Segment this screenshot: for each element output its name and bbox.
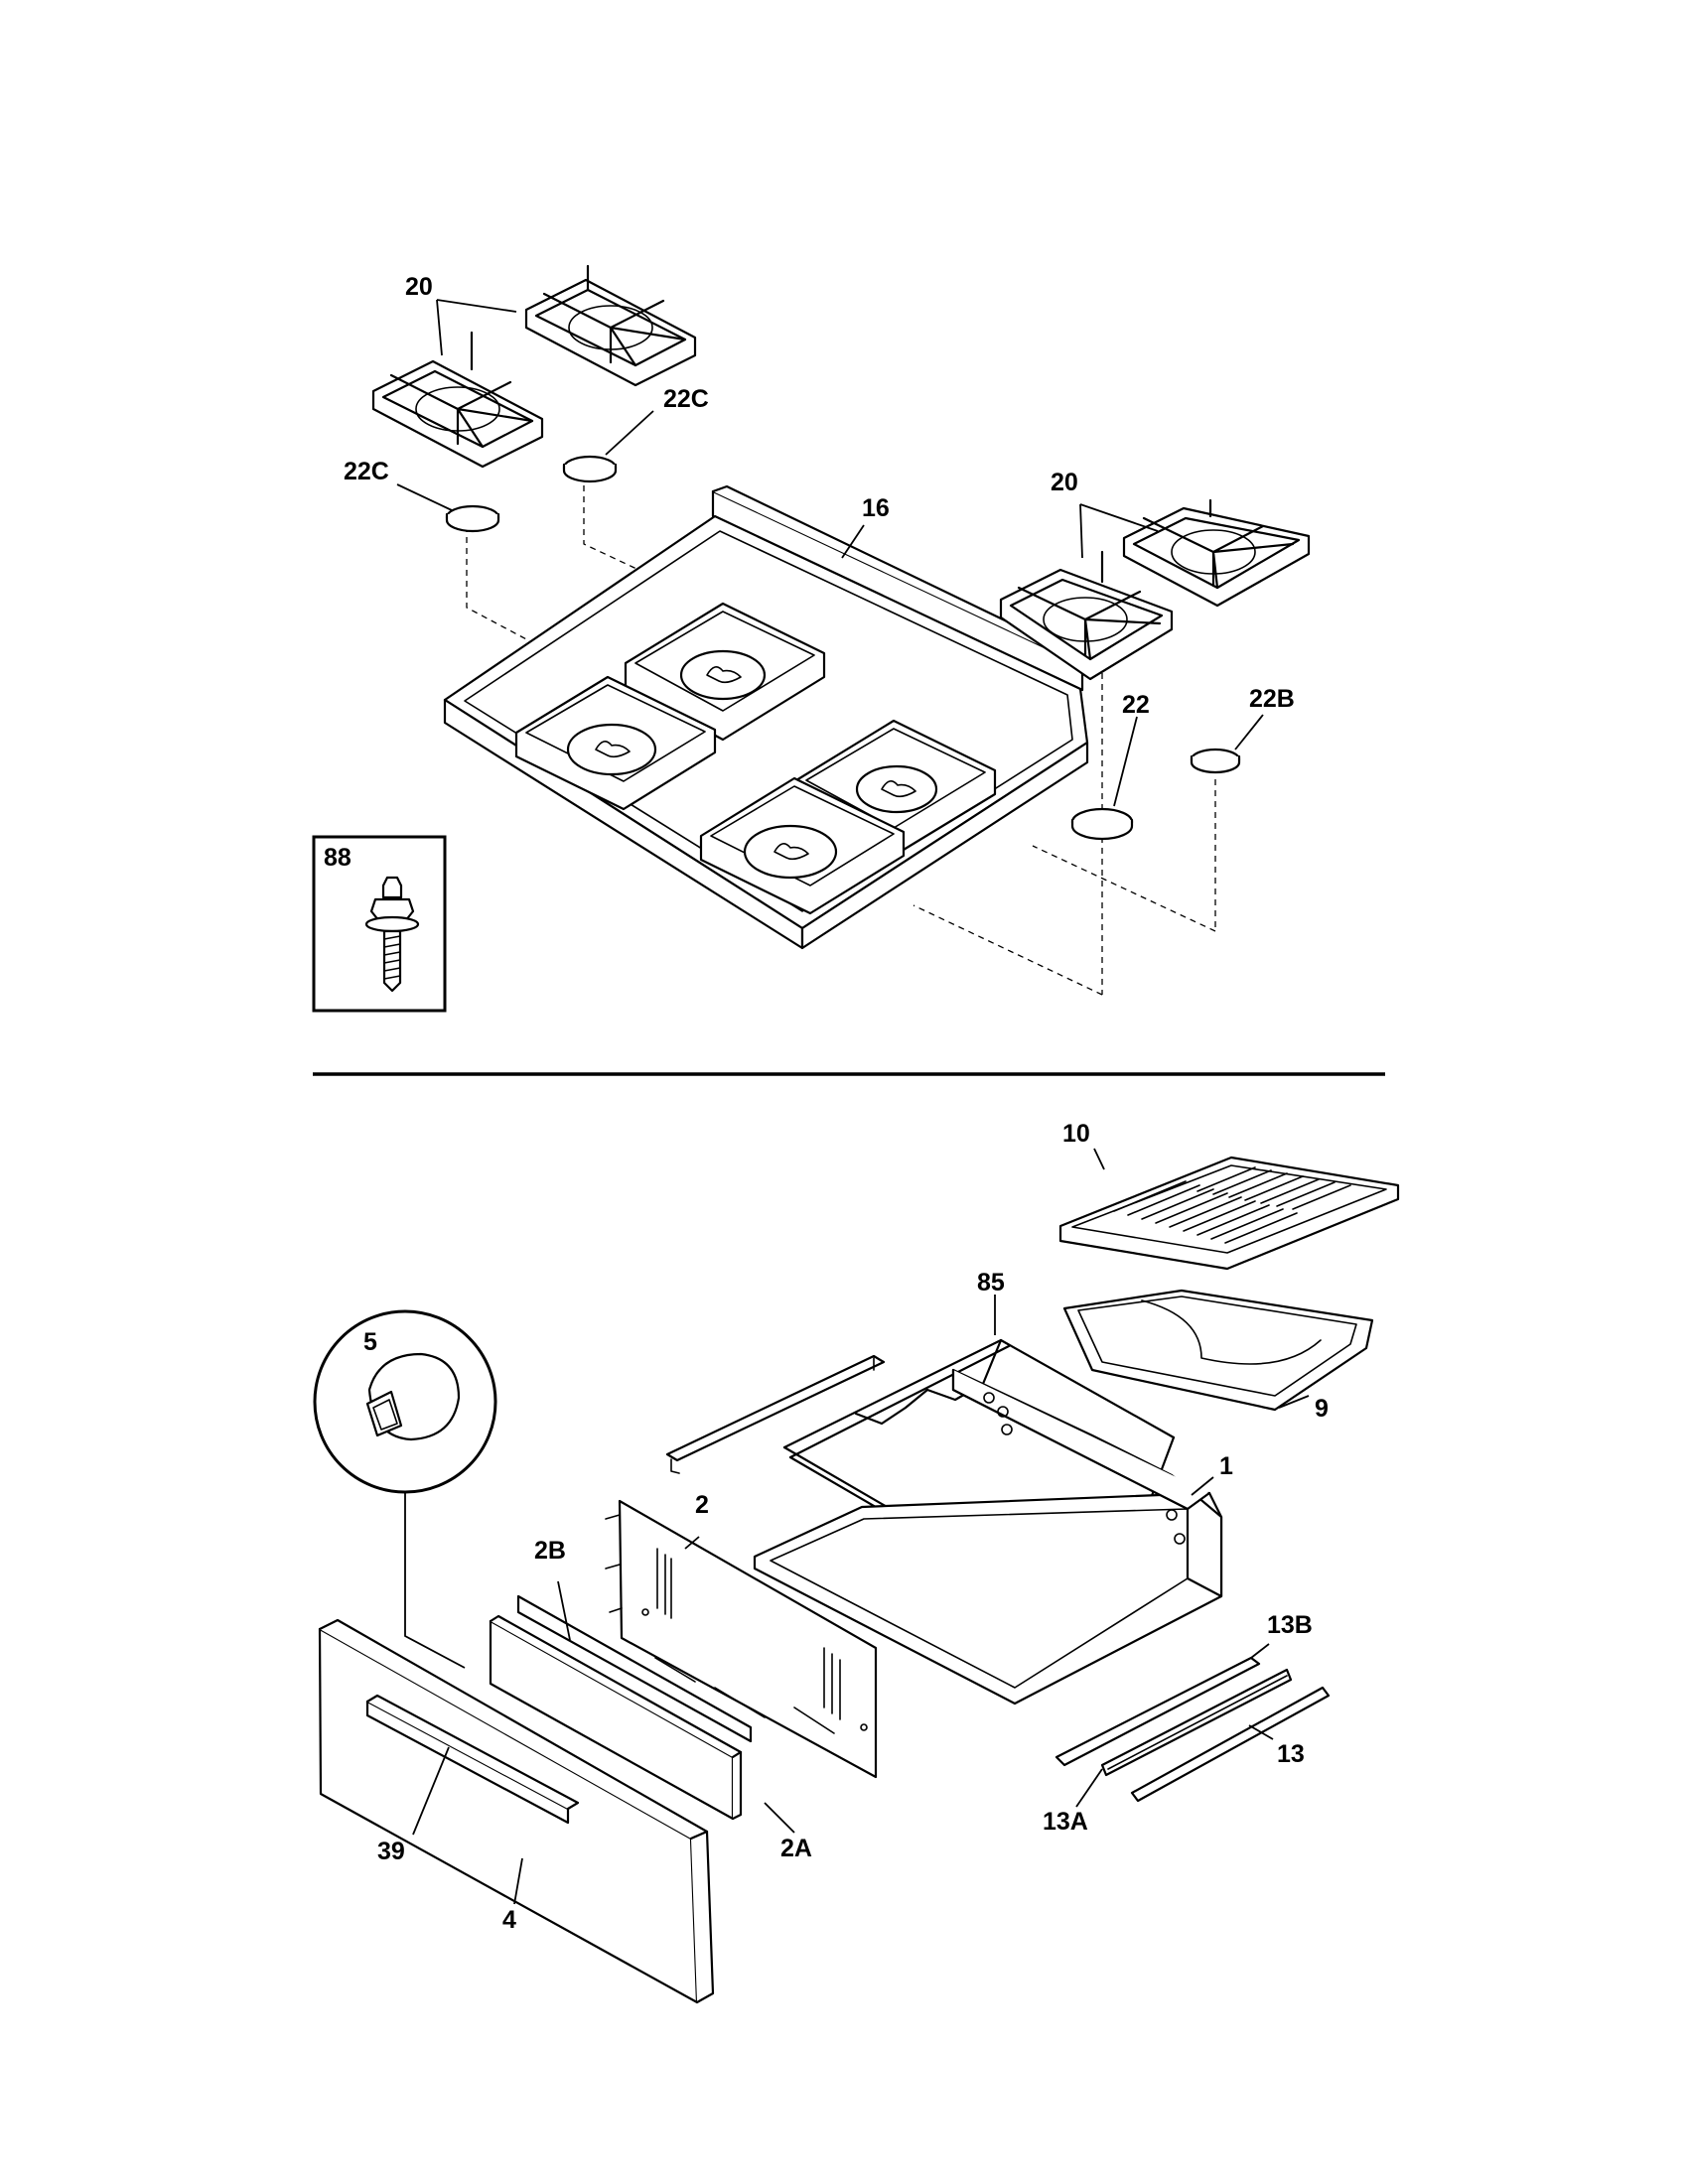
inset-5: [313, 1309, 497, 1494]
grate-20-left-rear: [524, 264, 697, 387]
label-13: 13: [1277, 1740, 1305, 1768]
label-9: 9: [1315, 1395, 1329, 1423]
drawer-handle-39: [365, 1694, 580, 1825]
drawer-slide-13b: [1055, 1656, 1261, 1767]
grate-20-right-front: [999, 550, 1174, 681]
label-85: 85: [977, 1269, 1005, 1297]
label-2: 2: [695, 1491, 709, 1519]
label-4: 4: [502, 1906, 516, 1934]
leveling-leg-88: [364, 876, 420, 993]
knob-5: [365, 1352, 461, 1441]
broil-pan-9: [1062, 1289, 1374, 1412]
cooktop-16: [443, 484, 1089, 950]
label-2b: 2B: [534, 1537, 566, 1565]
leader-lines-bottom: [412, 1148, 1310, 1905]
drawer-back-2: [605, 1499, 878, 1779]
label-88: 88: [324, 844, 352, 872]
label-22c-left: 22C: [344, 458, 389, 485]
label-16: 16: [862, 494, 890, 522]
label-5: 5: [363, 1328, 377, 1356]
label-22: 22: [1122, 691, 1150, 719]
drawer-strip-2b: [516, 1594, 753, 1743]
burner-cap-22: [1070, 807, 1134, 841]
label-1: 1: [1219, 1452, 1233, 1480]
burner-cap-22c-top: [562, 455, 618, 483]
label-2a: 2A: [780, 1835, 812, 1862]
label-20-left: 20: [405, 273, 433, 301]
drawer-body-1: [753, 1368, 1223, 1706]
grate-20-right-rear: [1122, 498, 1311, 608]
drawer-rail-upper: [665, 1354, 886, 1474]
label-39: 39: [377, 1838, 405, 1865]
inset-88: [312, 835, 447, 1013]
drawer-slide-13: [1130, 1686, 1331, 1803]
label-20-right: 20: [1051, 469, 1078, 496]
label-22c-top: 22C: [663, 385, 709, 413]
label-10: 10: [1062, 1120, 1090, 1148]
drawer-panel-2a: [489, 1614, 743, 1821]
grate-20-left-front: [371, 331, 544, 469]
label-22b: 22B: [1249, 685, 1295, 713]
burner-cap-22b: [1190, 748, 1241, 774]
label-13a: 13A: [1043, 1808, 1088, 1836]
knob-5-leader-line: [404, 1492, 466, 1669]
drawer-slide-13a: [1100, 1668, 1293, 1777]
label-13b: 13B: [1267, 1611, 1313, 1639]
leader-lines-top: [396, 299, 1264, 807]
broil-insert-10: [1058, 1156, 1400, 1271]
burner-cap-22c-left: [445, 504, 500, 533]
